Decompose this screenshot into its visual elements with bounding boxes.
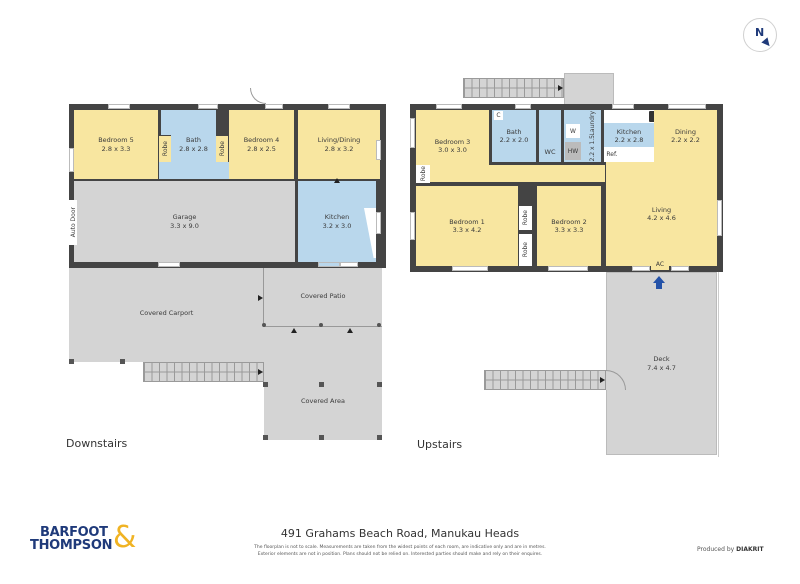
downstairs-stairs bbox=[143, 362, 264, 382]
cupboard-c: C bbox=[494, 111, 503, 120]
post bbox=[319, 435, 324, 440]
robe-bedroom-1-lower: Robe bbox=[519, 234, 532, 266]
room-living-dining-downstairs: Living/Dining 2.8 x 3.2 bbox=[298, 110, 380, 179]
post bbox=[377, 435, 382, 440]
room-laundry: Laundry 2.2 x 1.5 bbox=[584, 110, 601, 162]
window bbox=[632, 266, 650, 271]
robe-bedroom-2-upper: Robe bbox=[519, 206, 532, 230]
washer-w: W bbox=[566, 124, 580, 138]
post bbox=[120, 359, 125, 364]
room-garage: Garage 3.3 x 9.0 bbox=[74, 181, 295, 262]
room-bedroom-2: Bedroom 2 3.3 x 3.3 bbox=[537, 186, 601, 266]
air-conditioner-ac: AC bbox=[651, 258, 669, 270]
entry-arrow-icon bbox=[653, 276, 665, 290]
downstairs-label: Downstairs bbox=[66, 437, 128, 450]
window bbox=[376, 212, 381, 234]
auto-door-label: Auto Door bbox=[69, 200, 77, 245]
room-covered-carport: Covered Carport bbox=[69, 265, 264, 362]
window bbox=[108, 104, 130, 109]
post bbox=[262, 323, 266, 327]
window bbox=[328, 104, 350, 109]
room-bedroom-5: Bedroom 5 2.8 x 3.3 bbox=[74, 110, 158, 179]
patio-arrow-icon bbox=[291, 328, 297, 333]
window bbox=[548, 266, 588, 271]
window bbox=[410, 212, 415, 240]
exterior-door bbox=[250, 88, 266, 104]
window bbox=[436, 104, 462, 109]
kitchen-entry-arrow-icon bbox=[334, 178, 340, 183]
disclaimer-line-2: Exterior elements are not in position. P… bbox=[257, 552, 543, 557]
stairs-direction-arrow-icon bbox=[558, 85, 563, 91]
window bbox=[158, 262, 180, 267]
brand-logo: BARFOOT THOMPSON & bbox=[30, 520, 140, 559]
property-address: 491 Grahams Beach Road, Manukau Heads bbox=[280, 527, 520, 540]
hot-water-hw: HW bbox=[565, 142, 581, 160]
fridge-ref: Ref. bbox=[604, 147, 620, 161]
post bbox=[69, 359, 74, 364]
post bbox=[377, 323, 381, 327]
window bbox=[612, 104, 634, 109]
hallway bbox=[472, 165, 605, 182]
deck-stairs bbox=[484, 370, 606, 390]
stairs-direction-arrow-icon bbox=[258, 369, 263, 375]
compass-arrow-icon bbox=[761, 37, 773, 49]
post bbox=[263, 382, 268, 387]
room-wc: WC bbox=[539, 110, 561, 162]
disclaimer-line-1: The floorplan is not to scale. Measureme… bbox=[254, 545, 546, 550]
producer-name: DIAKRIT bbox=[736, 546, 764, 553]
produced-by-label: Produced by bbox=[697, 546, 735, 553]
post bbox=[377, 382, 382, 387]
room-covered-area: Covered Area bbox=[264, 362, 382, 440]
window bbox=[671, 266, 689, 271]
window bbox=[717, 200, 722, 236]
room-kitchen-downstairs: Kitchen 3.2 x 3.0 bbox=[298, 181, 376, 262]
upstairs-label: Upstairs bbox=[417, 438, 463, 451]
window bbox=[318, 262, 340, 267]
room-living-upstairs: Living 4.2 x 4.6 bbox=[606, 162, 717, 266]
compass-north-label: N bbox=[755, 26, 765, 39]
robe-bedroom-5: Robe bbox=[159, 136, 171, 162]
window bbox=[410, 118, 415, 148]
room-dining-upstairs: Dining 2.2 x 2.2 bbox=[654, 110, 717, 162]
post bbox=[263, 435, 268, 440]
brand-line-1: BARFOOT bbox=[40, 525, 108, 540]
brand-line-2: THOMPSON bbox=[30, 538, 113, 553]
room-covered-patio: Covered Patio bbox=[263, 266, 382, 327]
post bbox=[319, 382, 324, 387]
window bbox=[265, 104, 283, 109]
robe-bedroom-4: Robe bbox=[216, 136, 228, 162]
room-bedroom-1: Bedroom 1 3.3 x 4.2 bbox=[416, 186, 518, 266]
room-deck: Deck 7.4 x 4.7 bbox=[606, 272, 717, 455]
robe-bedroom-3: Robe bbox=[416, 165, 430, 183]
landing bbox=[564, 73, 614, 105]
window bbox=[340, 262, 358, 267]
upstairs-entry-stairs bbox=[463, 78, 564, 98]
producer-credit: Produced by DIAKRIT bbox=[697, 546, 764, 553]
patio-arrow-icon bbox=[347, 328, 353, 333]
stairs-direction-arrow-icon bbox=[600, 377, 605, 383]
window bbox=[668, 104, 706, 109]
kitchen-bench-top bbox=[604, 110, 654, 123]
window bbox=[198, 104, 218, 109]
deck-railing bbox=[717, 272, 719, 457]
window bbox=[515, 104, 531, 109]
post bbox=[319, 323, 323, 327]
window bbox=[452, 266, 488, 271]
room-bedroom-4: Bedroom 4 2.8 x 2.5 bbox=[229, 110, 294, 179]
bath-lower-area bbox=[159, 162, 229, 179]
compass: N bbox=[743, 18, 777, 52]
patio-entry-arrow-icon bbox=[258, 295, 263, 301]
patio-gap-area bbox=[262, 327, 382, 362]
window bbox=[376, 140, 381, 160]
window bbox=[69, 148, 74, 172]
brand-ampersand: & bbox=[113, 520, 137, 555]
